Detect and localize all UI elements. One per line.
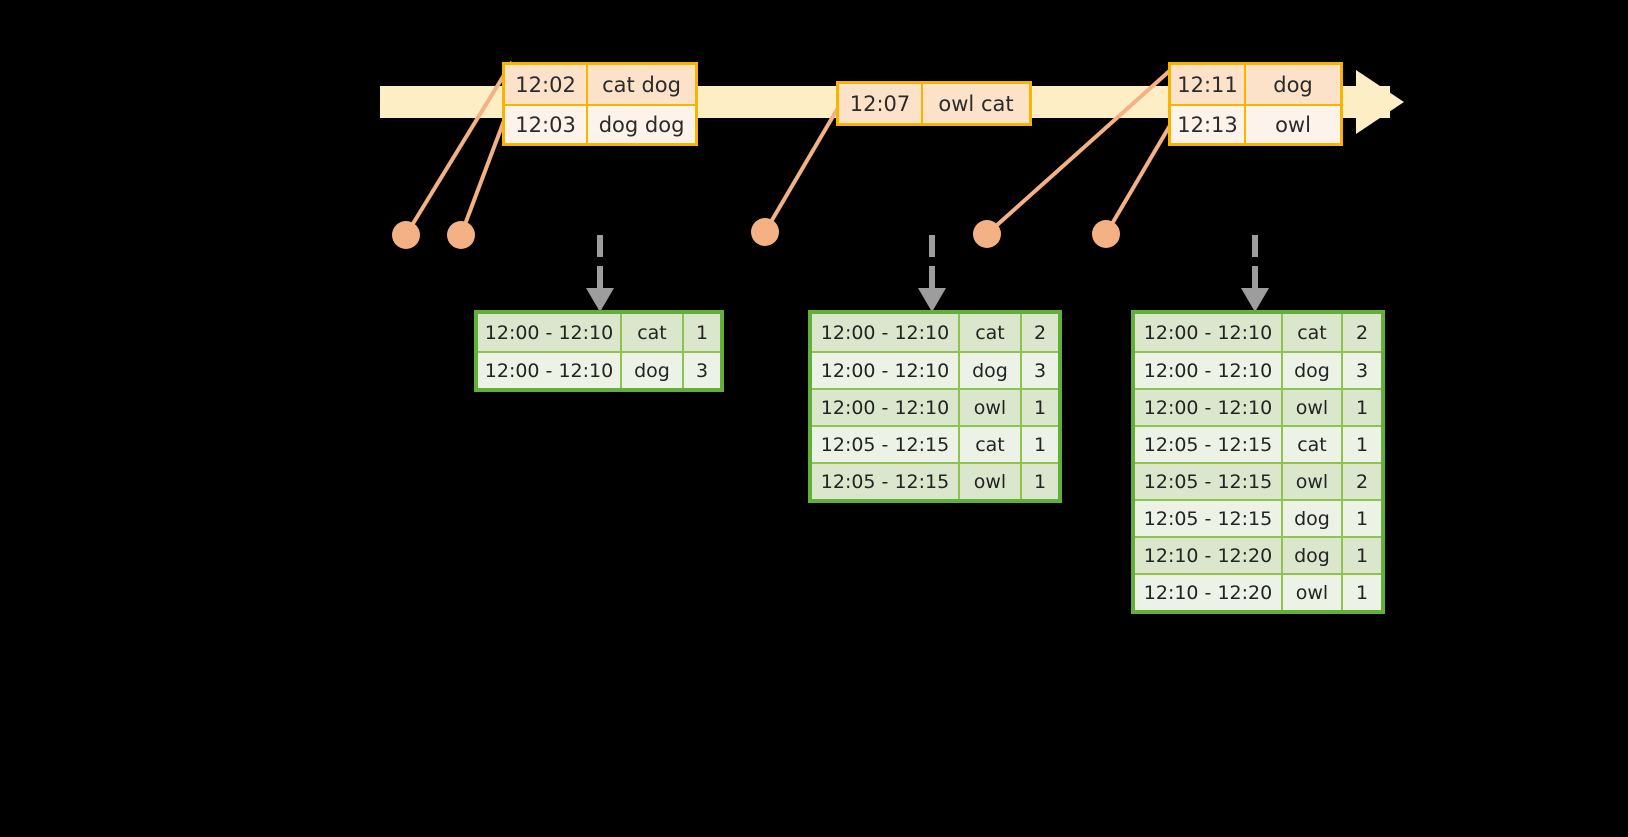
dashed-arrow-head-icon-2	[918, 288, 946, 312]
timeline-event-box-1[interactable]: 12:02 cat dog 12:03 dog dog	[502, 62, 698, 146]
timeline-arrow-icon	[1356, 70, 1404, 134]
cell-window: 12:00 - 12:10	[478, 314, 622, 351]
cell-count: 1	[684, 314, 720, 351]
cell-word: owl	[960, 464, 1022, 499]
timeline-event-box-3[interactable]: 12:11 dog 12:13 owl	[1168, 62, 1343, 146]
cell-window: 12:00 - 12:10	[1135, 353, 1283, 388]
cell-count: 3	[1022, 353, 1058, 388]
cell-count: 1	[1022, 390, 1058, 425]
event-time: 12:11	[1171, 65, 1246, 104]
timeline-event-row: 12:07 owl cat	[839, 84, 1029, 123]
cell-count: 1	[1343, 575, 1381, 610]
cell-window: 12:05 - 12:15	[1135, 427, 1283, 462]
cell-word: owl	[1283, 464, 1343, 499]
cell-window: 12:00 - 12:10	[1135, 390, 1283, 425]
cell-count: 1	[1022, 427, 1058, 462]
event-time: 12:13	[1171, 106, 1246, 143]
cell-word: owl	[1283, 390, 1343, 425]
cell-word: dog	[960, 353, 1022, 388]
timeline-event-box-2[interactable]: 12:07 owl cat	[836, 81, 1032, 126]
event-marker-dot	[447, 221, 475, 249]
cell-count: 1	[1343, 501, 1381, 536]
cell-word: cat	[960, 314, 1022, 351]
cell-count: 2	[1022, 314, 1058, 351]
cell-window: 12:05 - 12:15	[812, 464, 960, 499]
event-marker-dot	[392, 221, 420, 249]
dashed-arrow-head-icon-1	[586, 288, 614, 312]
cell-word: cat	[1283, 427, 1343, 462]
connector-line-2	[459, 117, 507, 236]
event-time: 12:07	[839, 84, 923, 123]
event-words: cat dog	[588, 65, 695, 104]
timeline-event-row: 12:03 dog dog	[505, 104, 695, 143]
cell-count: 2	[1343, 464, 1381, 499]
event-words: dog dog	[588, 106, 695, 143]
cell-count: 1	[1343, 390, 1381, 425]
event-words: owl	[1246, 106, 1340, 143]
cell-word: owl	[1283, 575, 1343, 610]
cell-word: dog	[1283, 501, 1343, 536]
cell-word: owl	[960, 390, 1022, 425]
cell-window: 12:00 - 12:10	[812, 390, 960, 425]
event-time: 12:02	[505, 65, 589, 104]
event-words: owl cat	[923, 84, 1029, 123]
cell-word: cat	[960, 427, 1022, 462]
cell-window: 12:00 - 12:10	[1135, 314, 1283, 351]
connector-line-5	[1104, 120, 1174, 236]
cell-count: 1	[1343, 427, 1381, 462]
cell-window: 12:10 - 12:20	[1135, 538, 1283, 573]
cell-word: cat	[622, 314, 684, 351]
timeline-event-row: 12:11 dog	[1171, 65, 1340, 104]
event-words: dog	[1246, 65, 1340, 104]
cell-count: 2	[1343, 314, 1381, 351]
cell-count: 3	[1343, 353, 1381, 388]
cell-count: 1	[1343, 538, 1381, 573]
cell-word: cat	[1283, 314, 1343, 351]
cell-word: dog	[1283, 353, 1343, 388]
event-marker-dot	[973, 220, 1001, 248]
cell-count: 1	[1022, 464, 1058, 499]
event-marker-dot	[751, 218, 779, 246]
timeline-event-row: 12:13 owl	[1171, 104, 1340, 143]
cell-window: 12:05 - 12:15	[812, 427, 960, 462]
cell-window: 12:00 - 12:10	[812, 353, 960, 388]
cell-window: 12:05 - 12:15	[1135, 501, 1283, 536]
cell-window: 12:00 - 12:10	[812, 314, 960, 351]
event-marker-dot	[1092, 220, 1120, 248]
cell-window: 12:05 - 12:15	[1135, 464, 1283, 499]
cell-word: dog	[622, 353, 684, 388]
dashed-arrow-head-icon-3	[1241, 288, 1269, 312]
cell-count: 3	[684, 353, 720, 388]
event-time: 12:03	[505, 106, 589, 143]
cell-window: 12:10 - 12:20	[1135, 575, 1283, 610]
cell-word: dog	[1283, 538, 1343, 573]
timeline-event-row: 12:02 cat dog	[505, 65, 695, 104]
cell-window: 12:00 - 12:10	[478, 353, 622, 388]
